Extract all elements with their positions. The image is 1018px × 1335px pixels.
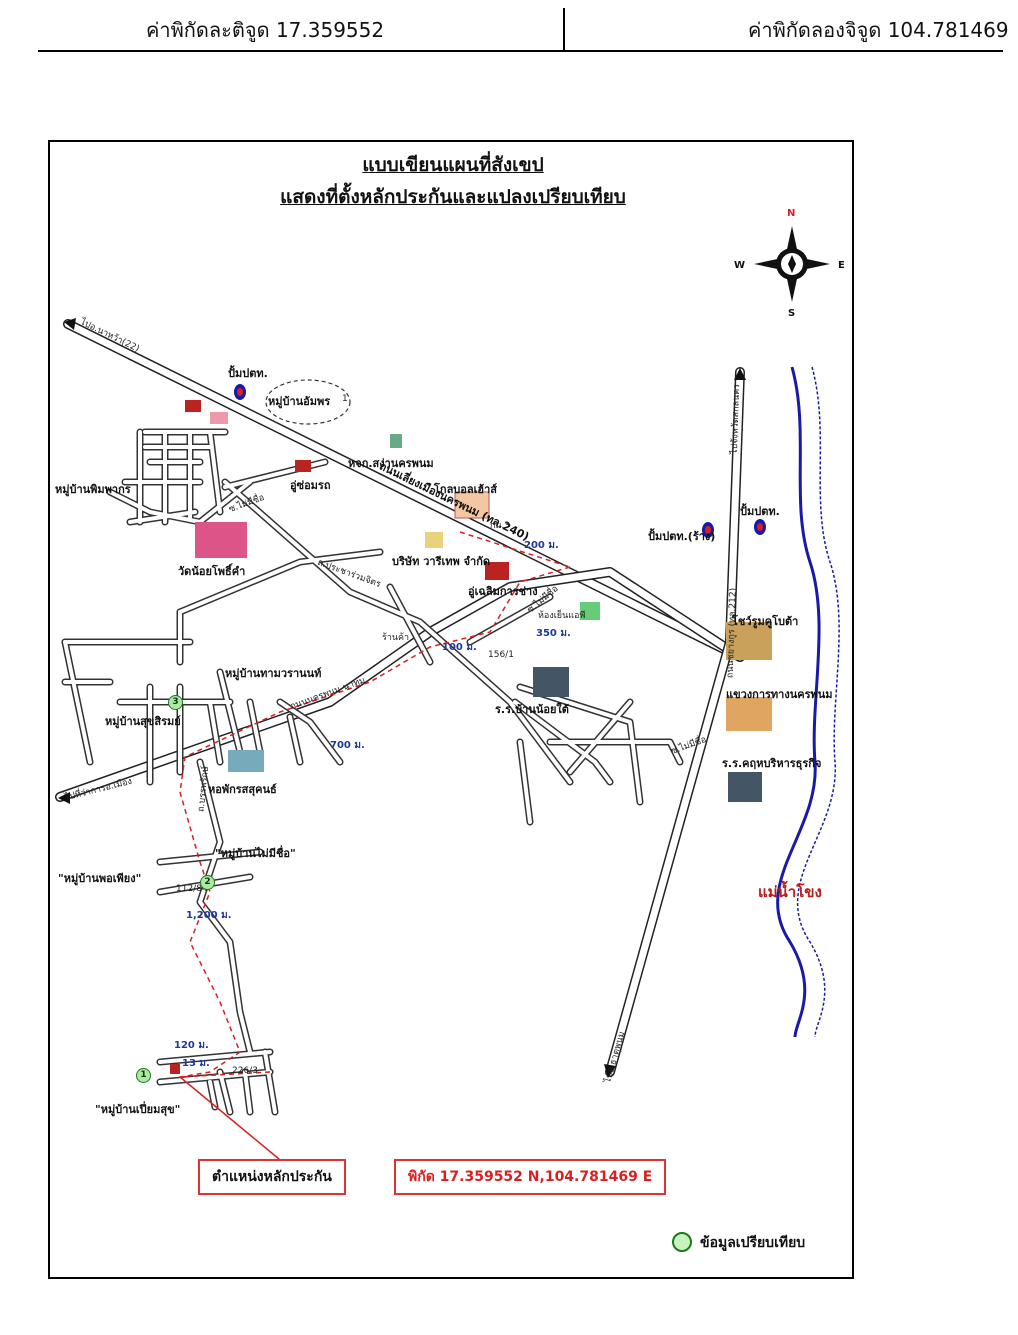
label-shop: ร้านค้า (382, 633, 410, 643)
comparable-2: 2 (200, 875, 215, 890)
label-dorm: หอพักรสสุคนธ์ (208, 783, 277, 796)
longitude-label: ค่าพิกัดลองจิจูด 104.781469 (748, 18, 1009, 42)
map-canvas (55, 226, 840, 1165)
compass-s: S (788, 308, 796, 319)
dist-200: 200 ม. (524, 540, 559, 551)
label-highway-office: แขวงการทางนครพนม (726, 688, 833, 701)
building-icons (170, 400, 772, 1074)
label-no-156: 156/1 (488, 650, 514, 660)
label-hjk: หจก.สง่านครพนม (348, 457, 434, 470)
comparable-1: 1 (136, 1068, 151, 1083)
compass-w: W (734, 260, 746, 271)
arrow-nawa (64, 318, 76, 330)
arrow-south (604, 1064, 616, 1078)
label-gas-1: ปั้มปตท. (228, 367, 268, 380)
label-garage-2: อู่เฉลิมการช่าง (468, 585, 538, 598)
label-village-mai: "หมู่บ้านไม่มีชื่อ" (215, 847, 296, 860)
label-village-piam: "หมู่บ้านเปี่ยมสุข" (95, 1103, 181, 1116)
label-village-por: "หมู่บ้านพอเพียง" (58, 872, 142, 885)
road-nakhon-natom (55, 567, 745, 802)
label-showroom: โชว์รูมคูโบต้า (732, 615, 799, 628)
label-gas-2: ปั้มปตท.(ร้าง) (648, 530, 716, 543)
label-temple: วัดน้อยโพธิ์คำ (178, 565, 246, 578)
main-highway (63, 319, 745, 662)
label-gas-3: ปั้มปตท. (740, 505, 780, 518)
road-km3: กม.3 (490, 521, 510, 531)
label-global-house: โกลบอลเฮ้าส์ (434, 483, 498, 496)
header-rule (38, 50, 1003, 52)
collateral-pointer (179, 1076, 286, 1165)
label-no-112: 112/84 (176, 884, 208, 894)
label-company: บริษัท วารีเทพ จำกัด (392, 555, 491, 568)
route-line (179, 566, 571, 1078)
label-school-2: ร.ร.คฤหบริหารธุรกิจ (722, 757, 822, 770)
label-shop-ac: ห้องเย็นแอพี (538, 611, 586, 621)
compass-n: N (787, 208, 796, 219)
dist-350: 350 ม. (536, 628, 571, 639)
label-river: แม่น้ำโขง (758, 883, 822, 901)
compass-rose (754, 226, 830, 302)
sketch-map: แบบเขียนแผนที่สังเขป แสดงที่ตั้งหลักประก… (48, 140, 854, 1279)
map-title-1: แบบเขียนแผนที่สังเขป (362, 154, 544, 176)
label-school-1: ร.ร.บ้านน้อยใต้ (495, 703, 569, 716)
gas-stations (234, 384, 766, 538)
arrow-city (58, 792, 70, 804)
label-garage-1: อู่ซ่อมรถ (290, 479, 331, 492)
map-title-2: แสดงที่ตั้งหลักประกันและแปลงเปรียบเทียบ (280, 186, 626, 208)
comparable-3: 3 (168, 695, 183, 710)
compass-e: E (838, 260, 845, 271)
dist-13: 13 ม. (182, 1058, 210, 1069)
arrow-north (734, 368, 746, 380)
label-village-amporn: หมู่บ้านอัมพร (268, 395, 331, 408)
dist-700: 700 ม. (330, 740, 365, 751)
label-village-suksirom: หมู่บ้านสุขสิรมย์ (105, 715, 181, 728)
label-no-226: 226/3 (232, 1066, 258, 1076)
label-village-pimpakorn: หมู่บ้านพิมพากร (55, 483, 131, 496)
coords-label: พิกัด 17.359552 N,104.781469 E (394, 1159, 667, 1195)
dist-120: 120 ม. (174, 1040, 209, 1051)
dist-100: 100 ม. (442, 642, 477, 653)
label-village-amporn-no: 1 (342, 394, 348, 404)
amporn-circle (265, 379, 351, 425)
legend-icon (672, 1232, 692, 1252)
header-divider (563, 8, 565, 50)
collateral-label: ตำแหน่งหลักประกัน (198, 1159, 346, 1195)
road-to-sakon: ไปจังหวัดสกลนคร (729, 383, 743, 455)
latitude-label: ค่าพิกัดละติจูด 17.359552 (146, 18, 385, 42)
legend-label: ข้อมูลเปรียบเทียบ (700, 1235, 806, 1251)
dist-1200: 1,200 ม. (186, 910, 232, 921)
label-village-tham: หมู่บ้านทามวรานนท์ (225, 667, 322, 680)
mekong-river (776, 366, 840, 1038)
